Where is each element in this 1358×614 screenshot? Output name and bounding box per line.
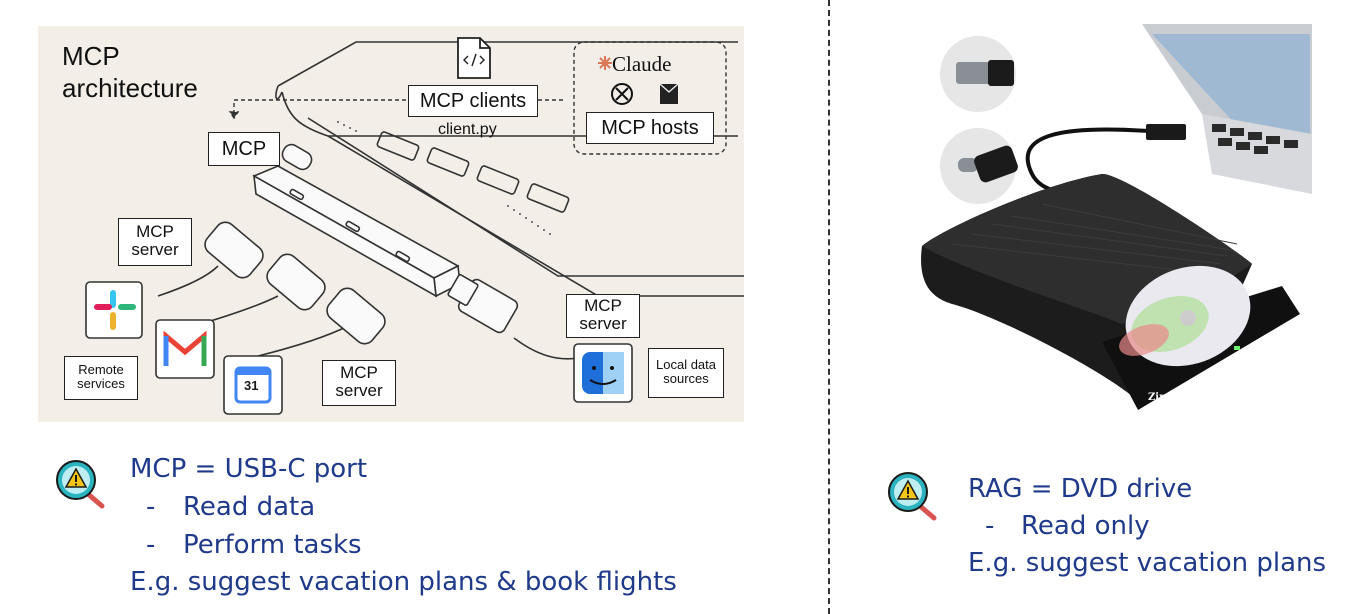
left-example: E.g. suggest vacation plans & book fligh… bbox=[130, 567, 677, 597]
dvd-brand-label: Zimeo bbox=[1148, 392, 1183, 403]
hub-usb-c-plug bbox=[281, 143, 313, 171]
mcp-hosts-label: MCP hosts bbox=[586, 112, 714, 144]
code-file-icon bbox=[457, 37, 491, 79]
calendar-day-label: 31 bbox=[244, 378, 259, 393]
right-item1-dash: - bbox=[985, 511, 995, 541]
mcp-server-middle-line1: MCP bbox=[340, 363, 378, 382]
client-file-label: client.py bbox=[438, 121, 497, 138]
remote-services-line2: services bbox=[77, 375, 125, 391]
remote-services-label: Remote services bbox=[64, 356, 138, 400]
left-item2-dash: - bbox=[146, 530, 156, 560]
mcp-server-middle-line2: server bbox=[335, 380, 383, 400]
diagram-title: MCP architecture bbox=[62, 40, 198, 104]
slack-icon bbox=[85, 281, 143, 339]
magnifier-warning-icon bbox=[888, 472, 937, 521]
mcp-server-left-line1: MCP bbox=[136, 222, 174, 241]
magnifier-warning-icon bbox=[56, 460, 105, 509]
usb-c-connector-icon bbox=[940, 128, 1018, 204]
mcp-server-middle-label: MCP server bbox=[322, 360, 396, 406]
claude-brand-label: Claude bbox=[612, 52, 672, 76]
mcp-server-left-line2: server bbox=[131, 239, 179, 259]
mcp-clients-label: MCP clients bbox=[408, 85, 538, 117]
diagram-title-line2: architecture bbox=[62, 73, 198, 103]
local-data-line1: Local data bbox=[656, 357, 716, 372]
perplexity-icon bbox=[659, 83, 679, 104]
dvd-drive-photo: Zimeo bbox=[921, 24, 1312, 410]
claude-icon bbox=[598, 56, 612, 70]
left-heading: MCP = USB-C port bbox=[130, 454, 368, 484]
diagram-illustration bbox=[85, 37, 744, 415]
local-data-line2: sources bbox=[663, 370, 709, 386]
mcp-server-right-line2: server bbox=[579, 313, 627, 333]
google-calendar-icon bbox=[223, 355, 283, 415]
dashed-arrows bbox=[228, 99, 566, 120]
right-item1: Read only bbox=[1021, 511, 1150, 541]
openai-icon bbox=[611, 83, 633, 105]
mcp-server-left-label: MCP server bbox=[118, 218, 192, 266]
hosts-container bbox=[573, 41, 727, 155]
laptop-corner bbox=[1142, 24, 1312, 194]
left-item1: Read data bbox=[183, 492, 316, 522]
disc-tray bbox=[1102, 265, 1300, 410]
right-example: E.g. suggest vacation plans bbox=[968, 548, 1327, 578]
mcp-server-right-line1: MCP bbox=[584, 296, 622, 315]
left-item2: Perform tasks bbox=[183, 530, 362, 560]
laptop-drawing bbox=[275, 41, 744, 297]
gmail-icon bbox=[155, 319, 215, 379]
usb-a-connector-icon bbox=[940, 36, 1016, 112]
mcp-server-right-label: MCP server bbox=[566, 294, 640, 338]
usb-plug bbox=[1146, 124, 1186, 140]
remote-services-line1: Remote bbox=[78, 362, 124, 377]
usb-c-plugs bbox=[204, 221, 519, 345]
diagram-title-line1: MCP bbox=[62, 41, 120, 71]
usb-hub bbox=[252, 165, 461, 298]
local-data-sources-label: Local data sources bbox=[648, 348, 724, 398]
dashed-divider bbox=[828, 0, 830, 614]
mcp-architecture-diagram: MCP architecture MCP clients client.py C… bbox=[38, 26, 744, 422]
mcp-label: MCP bbox=[208, 132, 280, 166]
right-heading: RAG = DVD drive bbox=[968, 474, 1193, 504]
left-item1-dash: - bbox=[146, 492, 156, 522]
finder-icon bbox=[573, 343, 633, 403]
speaker-grille bbox=[337, 121, 551, 235]
